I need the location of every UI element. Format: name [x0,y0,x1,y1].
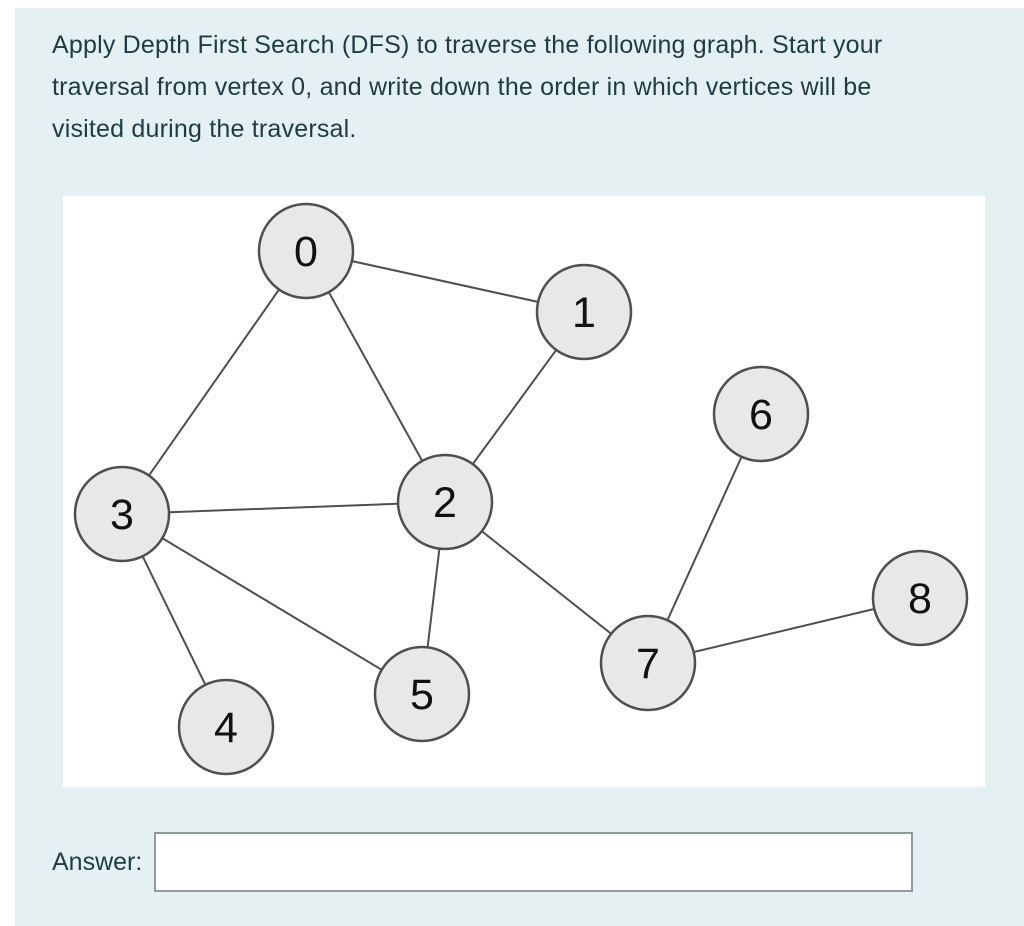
graph-svg: 0 1 2 3 4 5 6 7 8 [73,202,969,776]
graph-node-8 [871,549,969,647]
graph-node-7 [599,614,697,712]
graph-node-4 [177,678,275,776]
graph-node-label-7: 7 [636,640,660,688]
answer-label: Answer: [52,848,143,876]
graph-node-1 [535,263,633,361]
question-line-2: traversal from vertex 0, and write down … [52,73,872,101]
question-line-3: visited during the traversal. [52,115,357,143]
graph-edge-0-3 [121,250,307,515]
graph-node-label-2: 2 [433,479,457,527]
graph-node-2 [396,453,494,551]
question-text: Apply Depth First Search (DFS) to traver… [52,24,962,150]
graph-node-label-0: 0 [294,228,318,276]
graph-node-label-6: 6 [749,391,773,439]
graph-node-label-4: 4 [214,704,238,752]
graph-node-5 [373,645,471,743]
graph-node-6 [712,365,810,463]
graph-node-3 [73,465,171,563]
graph-node-label-5: 5 [410,671,434,719]
graph-node-0 [257,202,355,300]
graph-node-label-3: 3 [110,491,134,539]
graph-edge-3-5 [121,513,423,695]
graph-panel: 0 1 2 3 4 5 6 7 8 [63,196,985,787]
question-line-1: Apply Depth First Search (DFS) to traver… [52,31,883,59]
answer-input[interactable] [154,832,913,892]
quiz-panel: Apply Depth First Search (DFS) to traver… [15,8,1024,926]
graph-edge-2-3 [121,501,446,515]
graph-node-label-8: 8 [908,575,932,623]
graph-node-label-1: 1 [572,289,596,337]
